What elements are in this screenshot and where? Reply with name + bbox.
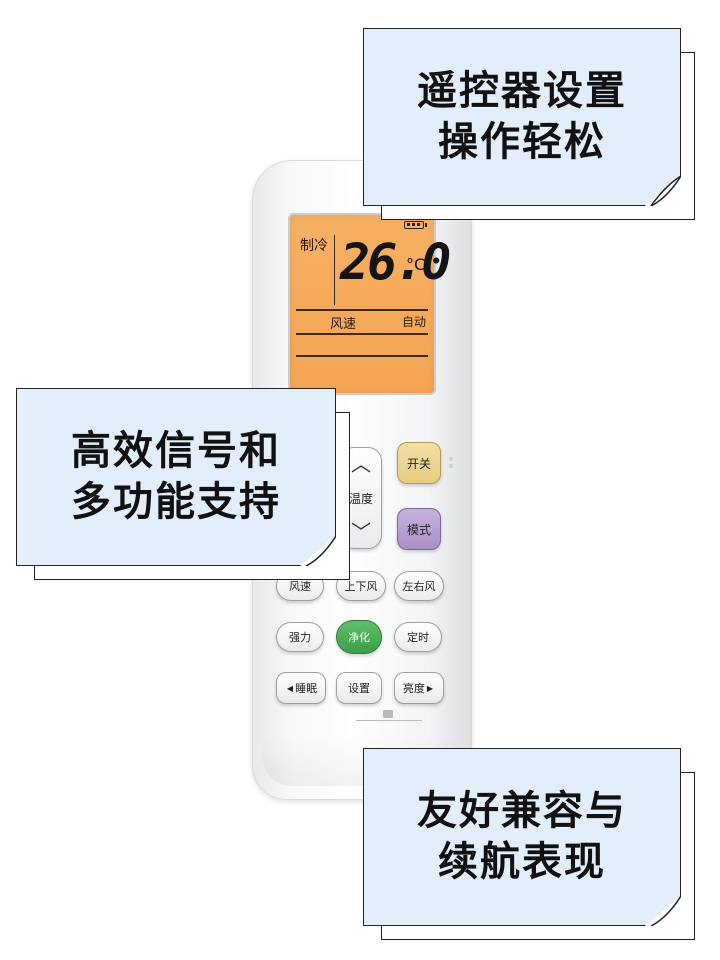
indicator-lights xyxy=(449,457,453,471)
sleep-button[interactable]: ◀ 睡眠 xyxy=(276,672,326,704)
battery-icon xyxy=(404,221,427,229)
page-curl-icon xyxy=(645,176,681,206)
callout-card-settings: 遥控器设置 操作轻松 xyxy=(363,28,695,220)
settings-button[interactable]: 设置 xyxy=(336,672,382,704)
brightness-label: 亮度 xyxy=(402,682,425,695)
callout-card-compat: 友好兼容与 续航表现 xyxy=(363,748,695,940)
lcd-divider xyxy=(334,235,335,305)
temperature-label: 温度 xyxy=(348,491,373,506)
callout-line: 友好兼容与 xyxy=(417,787,627,834)
left-arrow-icon: ◀ xyxy=(286,683,294,693)
lcd-fan-label: 风速 xyxy=(330,317,357,332)
callout-line: 高效信号和 xyxy=(71,427,281,474)
turbo-button[interactable]: 强力 xyxy=(276,622,324,652)
callout-line: 操作轻松 xyxy=(438,119,606,165)
lcd-divider xyxy=(296,355,428,357)
chevron-down-icon[interactable]: ﹀ xyxy=(351,520,371,544)
page-curl-icon xyxy=(300,536,336,566)
timer-button[interactable]: 定时 xyxy=(394,622,442,652)
callout-card-face: 遥控器设置 操作轻松 xyxy=(363,28,681,206)
purify-button[interactable]: 净化 xyxy=(336,620,382,654)
chevron-up-icon[interactable]: ︿ xyxy=(351,452,371,476)
right-arrow-icon: ▶ xyxy=(426,683,434,693)
callout-card-signal: 高效信号和 多功能支持 xyxy=(16,388,350,580)
left-right-swing-button[interactable]: 左右风 xyxy=(394,571,444,601)
brightness-button[interactable]: 亮度 ▶ xyxy=(394,672,444,704)
callout-line: 遥控器设置 xyxy=(417,67,627,114)
lock-icon xyxy=(383,710,393,718)
lcd-divider xyxy=(296,333,428,335)
lcd-fan-value: 自动 xyxy=(401,315,426,329)
lcd-temperature-unit: °C xyxy=(406,255,426,274)
lcd-screen: 制冷 26.0 °C 风速 自动 xyxy=(288,213,451,395)
sleep-label: 睡眠 xyxy=(295,682,318,695)
child-lock-line xyxy=(356,710,422,721)
callout-line: 续航表现 xyxy=(438,839,606,885)
mode-button[interactable]: 模式 xyxy=(397,508,441,550)
callout-line: 多功能支持 xyxy=(71,479,281,525)
callout-card-face: 友好兼容与 续航表现 xyxy=(363,748,681,926)
lcd-mode-text: 制冷 xyxy=(300,238,328,254)
power-button[interactable]: 开关 xyxy=(397,442,441,484)
callout-card-face: 高效信号和 多功能支持 xyxy=(16,388,336,566)
lcd-temperature: 26.0 xyxy=(340,233,451,291)
page-curl-icon xyxy=(645,896,681,926)
lcd-divider xyxy=(296,309,428,311)
